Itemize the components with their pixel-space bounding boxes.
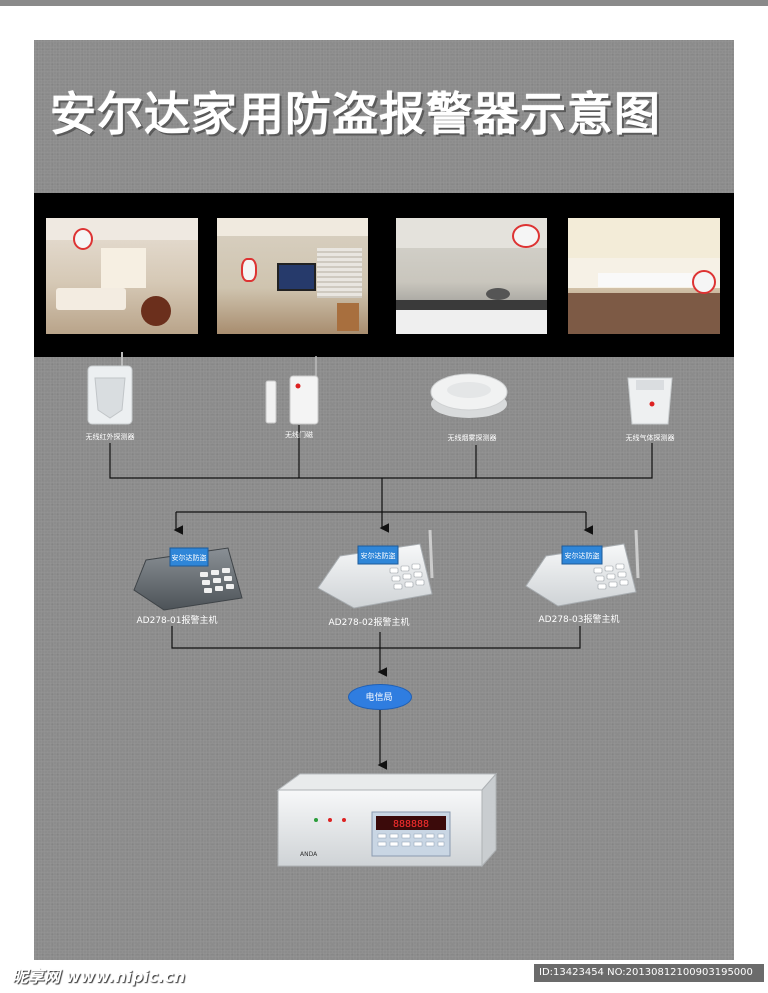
telecom-hub-label: 电信局 <box>365 693 393 703</box>
detector-caption-smoke: 无线烟雾探测器 <box>447 434 497 442</box>
page-title: 安尔达家用防盗报警器示意图 <box>50 87 661 141</box>
receiver-brand: ANDA <box>300 851 318 858</box>
central-receiver-icon <box>276 772 498 868</box>
image-id-watermark: ID:13423454 NO:20130812100903195000 <box>534 964 764 982</box>
alarm-host-01-icon <box>133 547 243 611</box>
receiver-display: 888888 <box>393 819 429 830</box>
door-magnet-mount-marker <box>241 258 257 282</box>
host-02-screen-text: 安尔达防盗 <box>361 551 396 560</box>
host-03-screen-text: 安尔达防盗 <box>565 551 600 560</box>
door-magnet-icon <box>265 356 319 425</box>
alarm-host-02-icon <box>317 529 434 609</box>
smoke-detector-icon <box>430 373 508 418</box>
host-01-screen-text: 安尔达防盗 <box>172 553 207 562</box>
detector-caption-pir: 无线红外探测器 <box>85 433 135 441</box>
alarm-host-03-icon <box>525 529 640 607</box>
kitchen-corner-photo <box>568 218 720 334</box>
host-caption-03: AD278-03报警主机 <box>538 615 620 625</box>
host-caption-02: AD278-02报警主机 <box>328 618 410 628</box>
detector-bus-lines <box>109 425 653 535</box>
host-caption-01: AD278-01报警主机 <box>136 616 218 626</box>
top-border <box>0 0 768 6</box>
pir-sensor-icon <box>87 352 133 425</box>
hallway-photo <box>217 218 368 334</box>
gas-detector-icon <box>627 377 673 425</box>
detector-caption-door: 无线门磁 <box>285 431 313 439</box>
smoke-mount-marker <box>512 224 540 248</box>
host-bus-lines <box>171 626 581 770</box>
pir-mount-marker <box>73 228 93 250</box>
detector-caption-gas: 无线气体探测器 <box>625 434 675 442</box>
telecom-hub-node <box>348 684 412 710</box>
gas-mount-marker <box>692 270 716 294</box>
site-watermark: 昵享网 www.nipic.cn <box>12 967 186 986</box>
living-room-photo <box>46 218 198 334</box>
kitchen-photo <box>396 218 547 334</box>
